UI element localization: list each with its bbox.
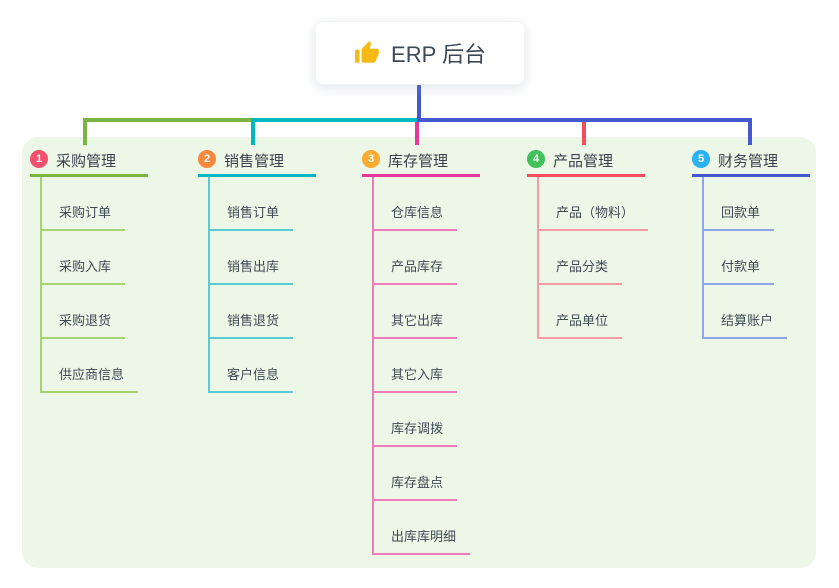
- sub-item[interactable]: 付款单: [704, 231, 775, 285]
- branch-title-4[interactable]: 4 产品管理: [527, 150, 645, 177]
- connector-line: [415, 118, 419, 145]
- branch-title-2[interactable]: 2 销售管理: [198, 150, 316, 177]
- branch-title-label: 财务管理: [718, 153, 779, 170]
- sub-item[interactable]: 销售订单: [210, 177, 294, 231]
- root-label: ERP 后台: [391, 42, 486, 67]
- thumbs-up-icon: [354, 40, 380, 66]
- sub-item[interactable]: 采购订单: [42, 177, 126, 231]
- sub-item[interactable]: 库存调拨: [374, 393, 458, 447]
- sub-item[interactable]: 采购退货: [42, 285, 126, 339]
- connector-line: [83, 118, 87, 145]
- connector-line: [251, 118, 255, 145]
- connector-line: [83, 118, 255, 122]
- branch: 4 产品管理 产品（物料）产品分类产品单位: [527, 150, 649, 339]
- branch-number-badge: 4: [527, 150, 545, 168]
- branch-sub-list: 回款单付款单结算账户: [702, 177, 788, 339]
- sub-item[interactable]: 结算账户: [704, 285, 788, 339]
- connector-line: [582, 118, 586, 145]
- branch-sub-list: 采购订单采购入库采购退货供应商信息: [40, 177, 139, 393]
- branch-title-3[interactable]: 3 库存管理: [362, 150, 480, 177]
- sub-item[interactable]: 产品库存: [374, 231, 458, 285]
- sub-item[interactable]: 其它入库: [374, 339, 458, 393]
- branch-number-badge: 5: [692, 150, 710, 168]
- root-node[interactable]: ERP 后台: [315, 21, 525, 85]
- sub-item[interactable]: 仓库信息: [374, 177, 458, 231]
- sub-item[interactable]: 出库库明细: [374, 501, 471, 555]
- sub-item[interactable]: 库存盘点: [374, 447, 458, 501]
- sub-item[interactable]: 其它出库: [374, 285, 458, 339]
- sub-item[interactable]: 采购入库: [42, 231, 126, 285]
- sub-item[interactable]: 产品分类: [539, 231, 623, 285]
- branches-panel: [22, 137, 816, 568]
- connector-line: [251, 118, 421, 122]
- sub-item[interactable]: 客户信息: [210, 339, 294, 393]
- branch: 1 采购管理 采购订单采购入库采购退货供应商信息: [30, 150, 148, 393]
- branch-title-label: 采购管理: [56, 153, 117, 170]
- branch-title-5[interactable]: 5 财务管理: [692, 150, 810, 177]
- branch-title-1[interactable]: 1 采购管理: [30, 150, 148, 177]
- branch: 2 销售管理 销售订单销售出库销售退货客户信息: [198, 150, 316, 393]
- branch-title-label: 产品管理: [553, 153, 614, 170]
- branch-number-badge: 1: [30, 150, 48, 168]
- branch: 3 库存管理 仓库信息产品库存其它出库其它入库库存调拨库存盘点出库库明细: [362, 150, 480, 555]
- branch-title-label: 库存管理: [388, 153, 449, 170]
- sub-item[interactable]: 销售出库: [210, 231, 294, 285]
- sub-item[interactable]: 销售退货: [210, 285, 294, 339]
- sub-item[interactable]: 产品单位: [539, 285, 623, 339]
- branch-title-label: 销售管理: [224, 153, 285, 170]
- branch-number-badge: 2: [198, 150, 216, 168]
- branch-sub-list: 销售订单销售出库销售退货客户信息: [208, 177, 294, 393]
- connector-line: [417, 83, 421, 122]
- sub-item[interactable]: 产品（物料）: [539, 177, 649, 231]
- connector-line: [417, 118, 752, 122]
- sub-item[interactable]: 供应商信息: [42, 339, 139, 393]
- connector-line: [748, 118, 752, 145]
- sub-item[interactable]: 回款单: [704, 177, 775, 231]
- branch: 5 财务管理 回款单付款单结算账户: [692, 150, 810, 339]
- branch-number-badge: 3: [362, 150, 380, 168]
- branch-sub-list: 仓库信息产品库存其它出库其它入库库存调拨库存盘点出库库明细: [372, 177, 471, 555]
- branch-sub-list: 产品（物料）产品分类产品单位: [537, 177, 649, 339]
